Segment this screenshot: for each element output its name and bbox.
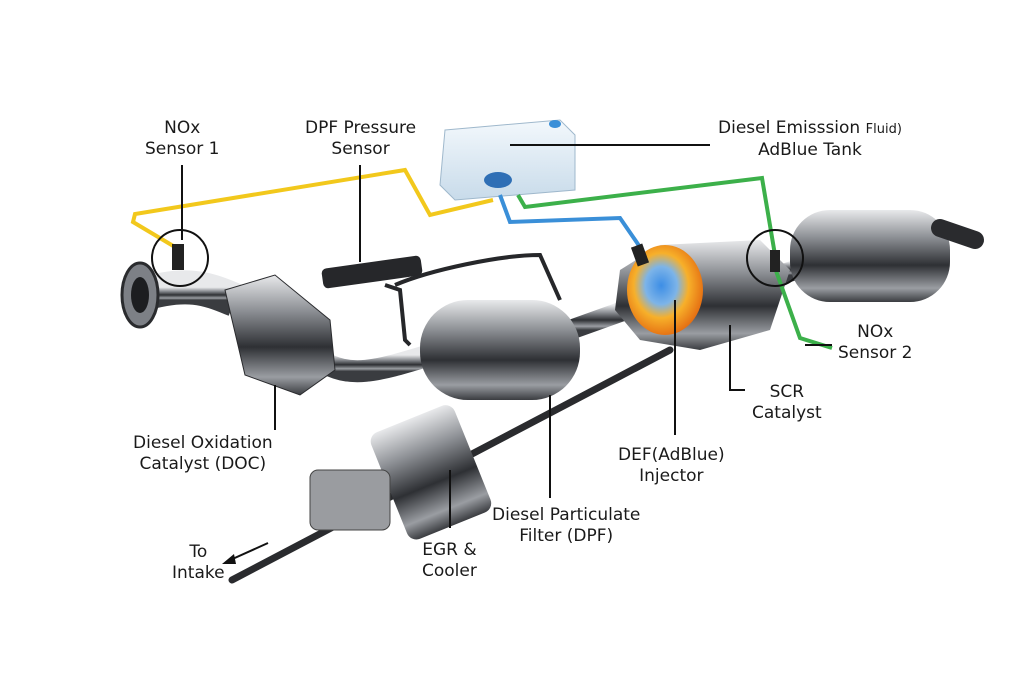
scr-cutaway [627, 245, 703, 335]
leader-lines [181, 144, 832, 528]
label-def-injector: DEF(AdBlue)Injector [618, 445, 725, 486]
label-adblue-tank: Diesel Emisssion Fluid)AdBlue Tank [718, 118, 902, 160]
egr-cooler [370, 405, 492, 540]
yellow-wire [130, 167, 494, 252]
nox-sensor-1 [172, 244, 184, 270]
label-egr-cooler: EGR &Cooler [422, 540, 477, 581]
tank-pump [484, 172, 512, 188]
doc-dpf-pipe [313, 344, 434, 383]
nox-sensor-2 [770, 250, 780, 272]
egr-valve [309, 469, 391, 531]
dpf-pressure-sensor [321, 255, 423, 289]
blue-line [498, 194, 644, 252]
tank-cap [549, 120, 561, 128]
nox2-highlight [746, 229, 804, 287]
injector [630, 243, 650, 267]
adblue-tank [439, 119, 576, 201]
nox1-highlight [151, 229, 209, 287]
muffler [790, 210, 950, 302]
dpf-can [420, 300, 580, 400]
doc-can [224, 274, 336, 396]
tailpipe [931, 219, 984, 249]
